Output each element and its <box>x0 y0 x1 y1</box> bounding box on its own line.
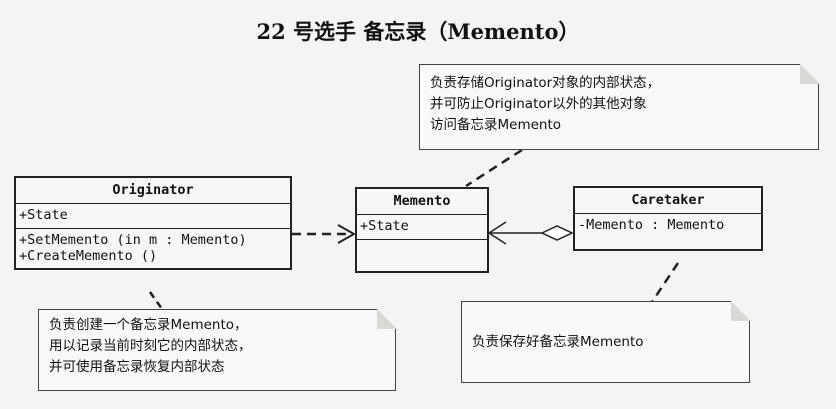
attribute: +State <box>19 207 68 223</box>
class-name: Memento <box>357 189 487 215</box>
note-line: 访问备忘录Memento <box>430 117 562 133</box>
attribute-section: +State <box>357 215 487 240</box>
attribute: -Memento : Memento <box>578 217 725 233</box>
memento-note: 负责存储Originator对象的内部状态， 并可防止Originator以外的… <box>419 63 820 150</box>
note-line: 负责存储Originator对象的内部状态， <box>430 75 661 91</box>
originator-note-anchor <box>148 291 164 310</box>
attribute-section: +State <box>16 204 290 229</box>
aggregation-arrowhead <box>487 221 507 245</box>
class-name: Originator <box>16 178 290 204</box>
attribute: +State <box>360 218 409 234</box>
memento-class: Memento +State <box>355 187 489 273</box>
originator-note: 负责创建一个备忘录Memento， 用以记录当前时刻它的内部状态， 并可使用备忘… <box>38 308 397 391</box>
caretaker-note-anchor <box>650 262 680 303</box>
note-fold-corner <box>730 300 751 321</box>
operation: +CreateMemento () <box>19 248 158 264</box>
memento-note-anchor <box>465 148 523 188</box>
operation: +SetMemento (in m : Memento) <box>19 232 247 248</box>
attribute-section: -Memento : Memento <box>575 214 761 249</box>
diagram-title: 22 号选手 备忘录（Memento） <box>256 19 580 44</box>
note-line: 负责创建一个备忘录Memento， <box>49 317 248 333</box>
aggregation-diamond <box>540 225 574 241</box>
class-name: Caretaker <box>575 188 761 214</box>
caretaker-note: 负责保存好备忘录Memento <box>461 300 751 383</box>
operation-section <box>357 240 487 271</box>
note-line: 负责保存好备忘录Memento <box>472 334 644 350</box>
originator-class: Originator +State +SetMemento (in m : Me… <box>14 176 292 270</box>
caretaker-class: Caretaker -Memento : Memento <box>573 186 763 251</box>
operation-section: +SetMemento (in m : Memento) +CreateMeme… <box>16 229 290 268</box>
note-line: 用以记录当前时刻它的内部状态， <box>49 338 252 354</box>
note-line: 并可使用备忘录恢复内部状态 <box>49 359 225 375</box>
note-fold-corner <box>376 308 397 329</box>
note-line: 并可防止Originator以外的其他对象 <box>430 96 647 112</box>
dependency-arrowhead <box>337 224 357 244</box>
note-fold-corner <box>799 63 820 84</box>
